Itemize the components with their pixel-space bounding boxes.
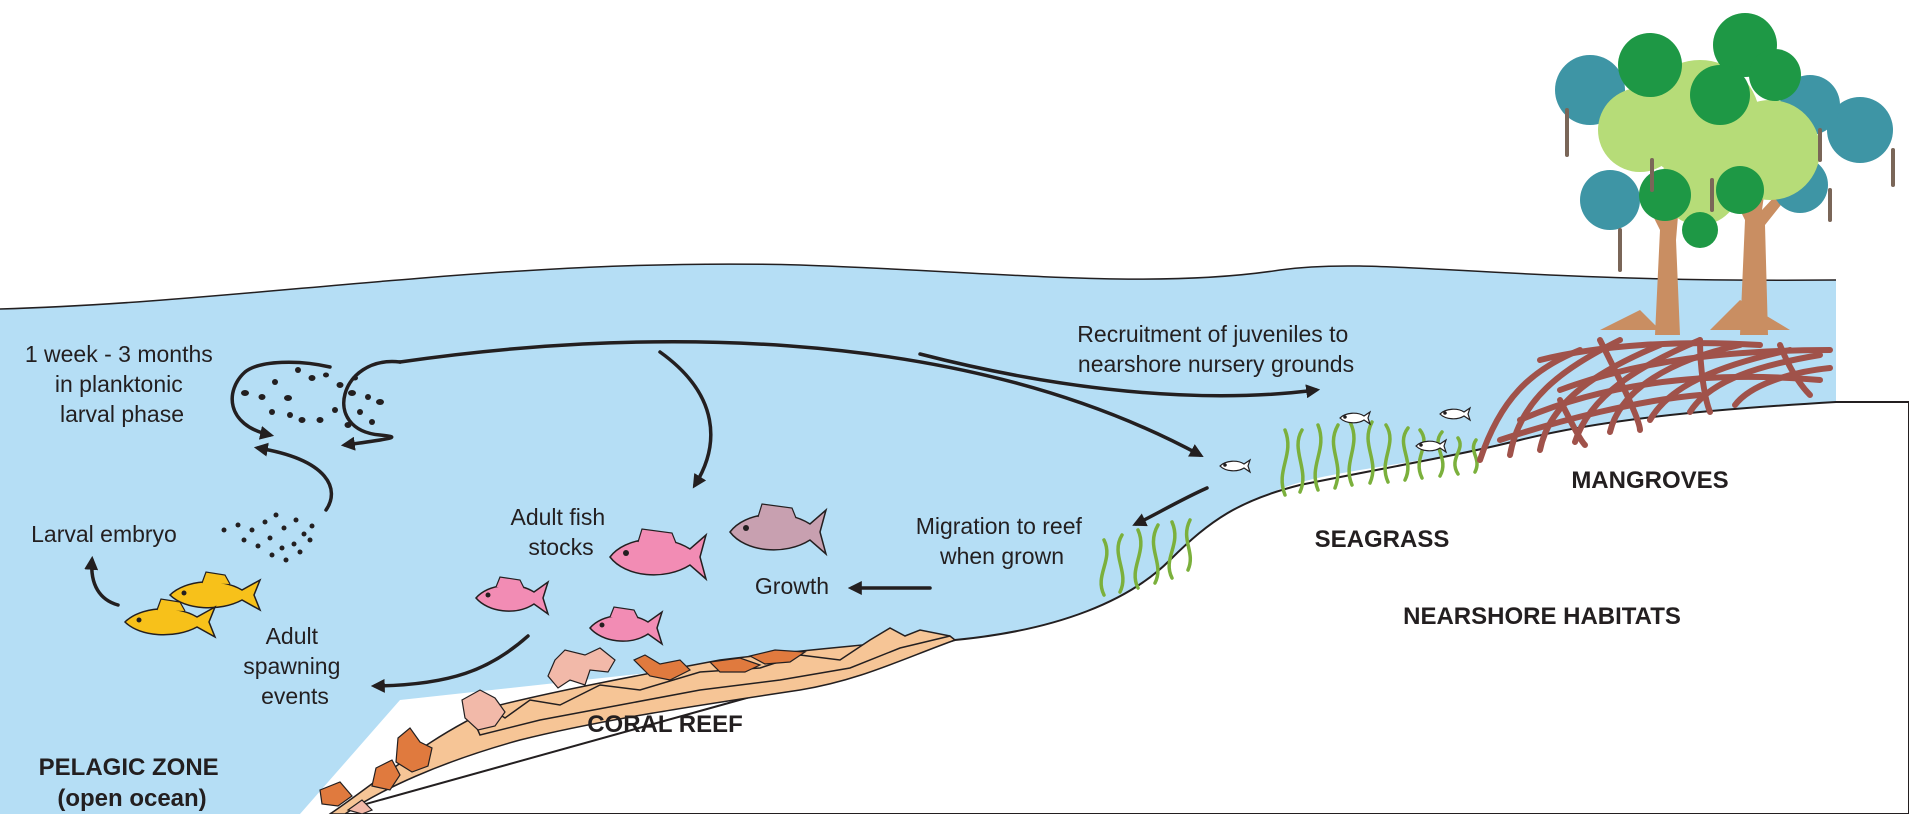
larval-embryo-label: Larval embryo xyxy=(31,521,177,547)
adult-spawning-line-1: Adult xyxy=(266,623,319,649)
larval-phase-line-2: in planktonic xyxy=(55,371,183,397)
larval-phase-line-1: 1 week - 3 months xyxy=(25,341,213,367)
recruitment-line-2: nearshore nursery grounds xyxy=(1078,351,1354,377)
migration-line-2: when grown xyxy=(939,543,1064,569)
nearshore-habitats-label: NEARSHORE HABITATS xyxy=(1403,603,1681,630)
migration-line-1: Migration to reef xyxy=(916,513,1083,539)
recruitment-line-1: Recruitment of juveniles to xyxy=(1077,321,1348,347)
adult-spawning-line-3: events xyxy=(261,683,329,709)
pelagic-zone-line-2: (open ocean) xyxy=(57,785,206,812)
adult-fish-stocks-line-2: stocks xyxy=(528,534,593,560)
larval-phase-line-3: larval phase xyxy=(60,401,184,427)
mangroves-label: MANGROVES xyxy=(1571,467,1728,494)
adult-fish-stocks-line-1: Adult fish xyxy=(511,504,606,530)
growth-label: Growth xyxy=(755,573,829,599)
coral-reef-label: CORAL REEF xyxy=(587,711,743,738)
adult-spawning-line-2: spawning xyxy=(243,653,340,679)
pelagic-zone-line-1: PELAGIC ZONE xyxy=(39,754,219,781)
seagrass-label: SEAGRASS xyxy=(1315,526,1450,553)
